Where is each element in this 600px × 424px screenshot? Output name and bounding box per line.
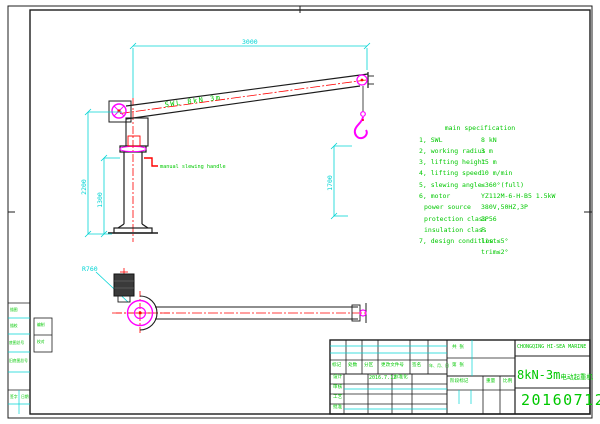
handle-label: manual slewing handle [160, 164, 226, 170]
sheet-no-label: 第 张 [452, 363, 464, 368]
dim-1700-text: 1700 [326, 175, 334, 191]
rev-header-sign: 签名 [412, 363, 422, 368]
company-name: CHONGQING HI-SEA MARINE [517, 344, 587, 350]
rev-header-docno: 更改文件号 [381, 363, 404, 368]
boom [125, 72, 374, 120]
drawing-title-code: 8kN-3m [517, 368, 561, 382]
spec-row: trim≤2° [481, 248, 509, 257]
rev-header-zone: 分区 [364, 363, 374, 368]
row-check-label: 审核 [333, 385, 343, 390]
dim-r760-text: R760 [82, 265, 98, 273]
row-design-label: 设计 [333, 375, 343, 380]
plan-boom [155, 303, 367, 323]
dim-3000-text: 3000 [242, 38, 258, 46]
plan-motor [113, 273, 135, 303]
margin-sign-label: 签字 [10, 394, 18, 399]
margin-row-oldno: 旧底图总号 [9, 358, 28, 363]
margin-date-label: 日期 [21, 394, 29, 399]
spec-title: main specification [444, 124, 516, 132]
sheet-total-label: 共 张 [452, 345, 464, 350]
margin-row-baseno: 底图总号 [9, 340, 25, 345]
plan-tip-sheave [359, 309, 367, 317]
drawing-title: 8kN-3m电动起重机 [517, 366, 593, 382]
row-approve-label: 批准 [333, 405, 343, 410]
plan-view [112, 268, 367, 335]
stage-label: 阶段标记 [450, 379, 469, 384]
scale-label: 比例 [503, 379, 513, 384]
design-date: 2016.7.12 [369, 375, 397, 381]
side-view [108, 72, 374, 242]
margin-box-top: 编制 [37, 322, 45, 327]
dim-1700 [330, 142, 352, 220]
titleblock-grid [329, 339, 591, 415]
weight-label: 重量 [486, 379, 496, 384]
tip-sheave [356, 74, 368, 86]
dim-2200 [84, 108, 122, 238]
dimensions [84, 42, 371, 303]
drawing-title-cn: 电动起重机 [560, 373, 593, 381]
margin-row-check: 描校 [10, 323, 18, 328]
boom-swl-label: SWL 8kN 3m [164, 93, 222, 108]
standard-label: 标准化 [394, 375, 408, 380]
margin-box-bottom: 校对 [37, 339, 45, 344]
plan-slew-base [126, 295, 158, 331]
row-process-label: 工艺 [333, 395, 343, 400]
rev-header-date: 年、月、日 [429, 363, 449, 368]
rev-header-count: 处数 [348, 363, 358, 368]
slewing-handle [144, 157, 158, 167]
margin-row-trace: 描图 [10, 307, 18, 312]
dim-2200-text: 2200 [80, 179, 88, 195]
dim-1300-text: 1300 [96, 192, 104, 208]
drawing-number: 2016071207 [521, 391, 600, 409]
winch-drum [111, 103, 127, 119]
dim-r760-leader [95, 271, 129, 303]
spec-row: 5, slewing angle≤360°(full) [419, 180, 525, 189]
dim-3000 [129, 42, 371, 98]
margin-table [8, 302, 53, 414]
dim-1300 [100, 154, 120, 238]
hook [353, 86, 368, 140]
rev-header-mark: 标记 [332, 363, 342, 368]
sheet-border [7, 5, 593, 419]
